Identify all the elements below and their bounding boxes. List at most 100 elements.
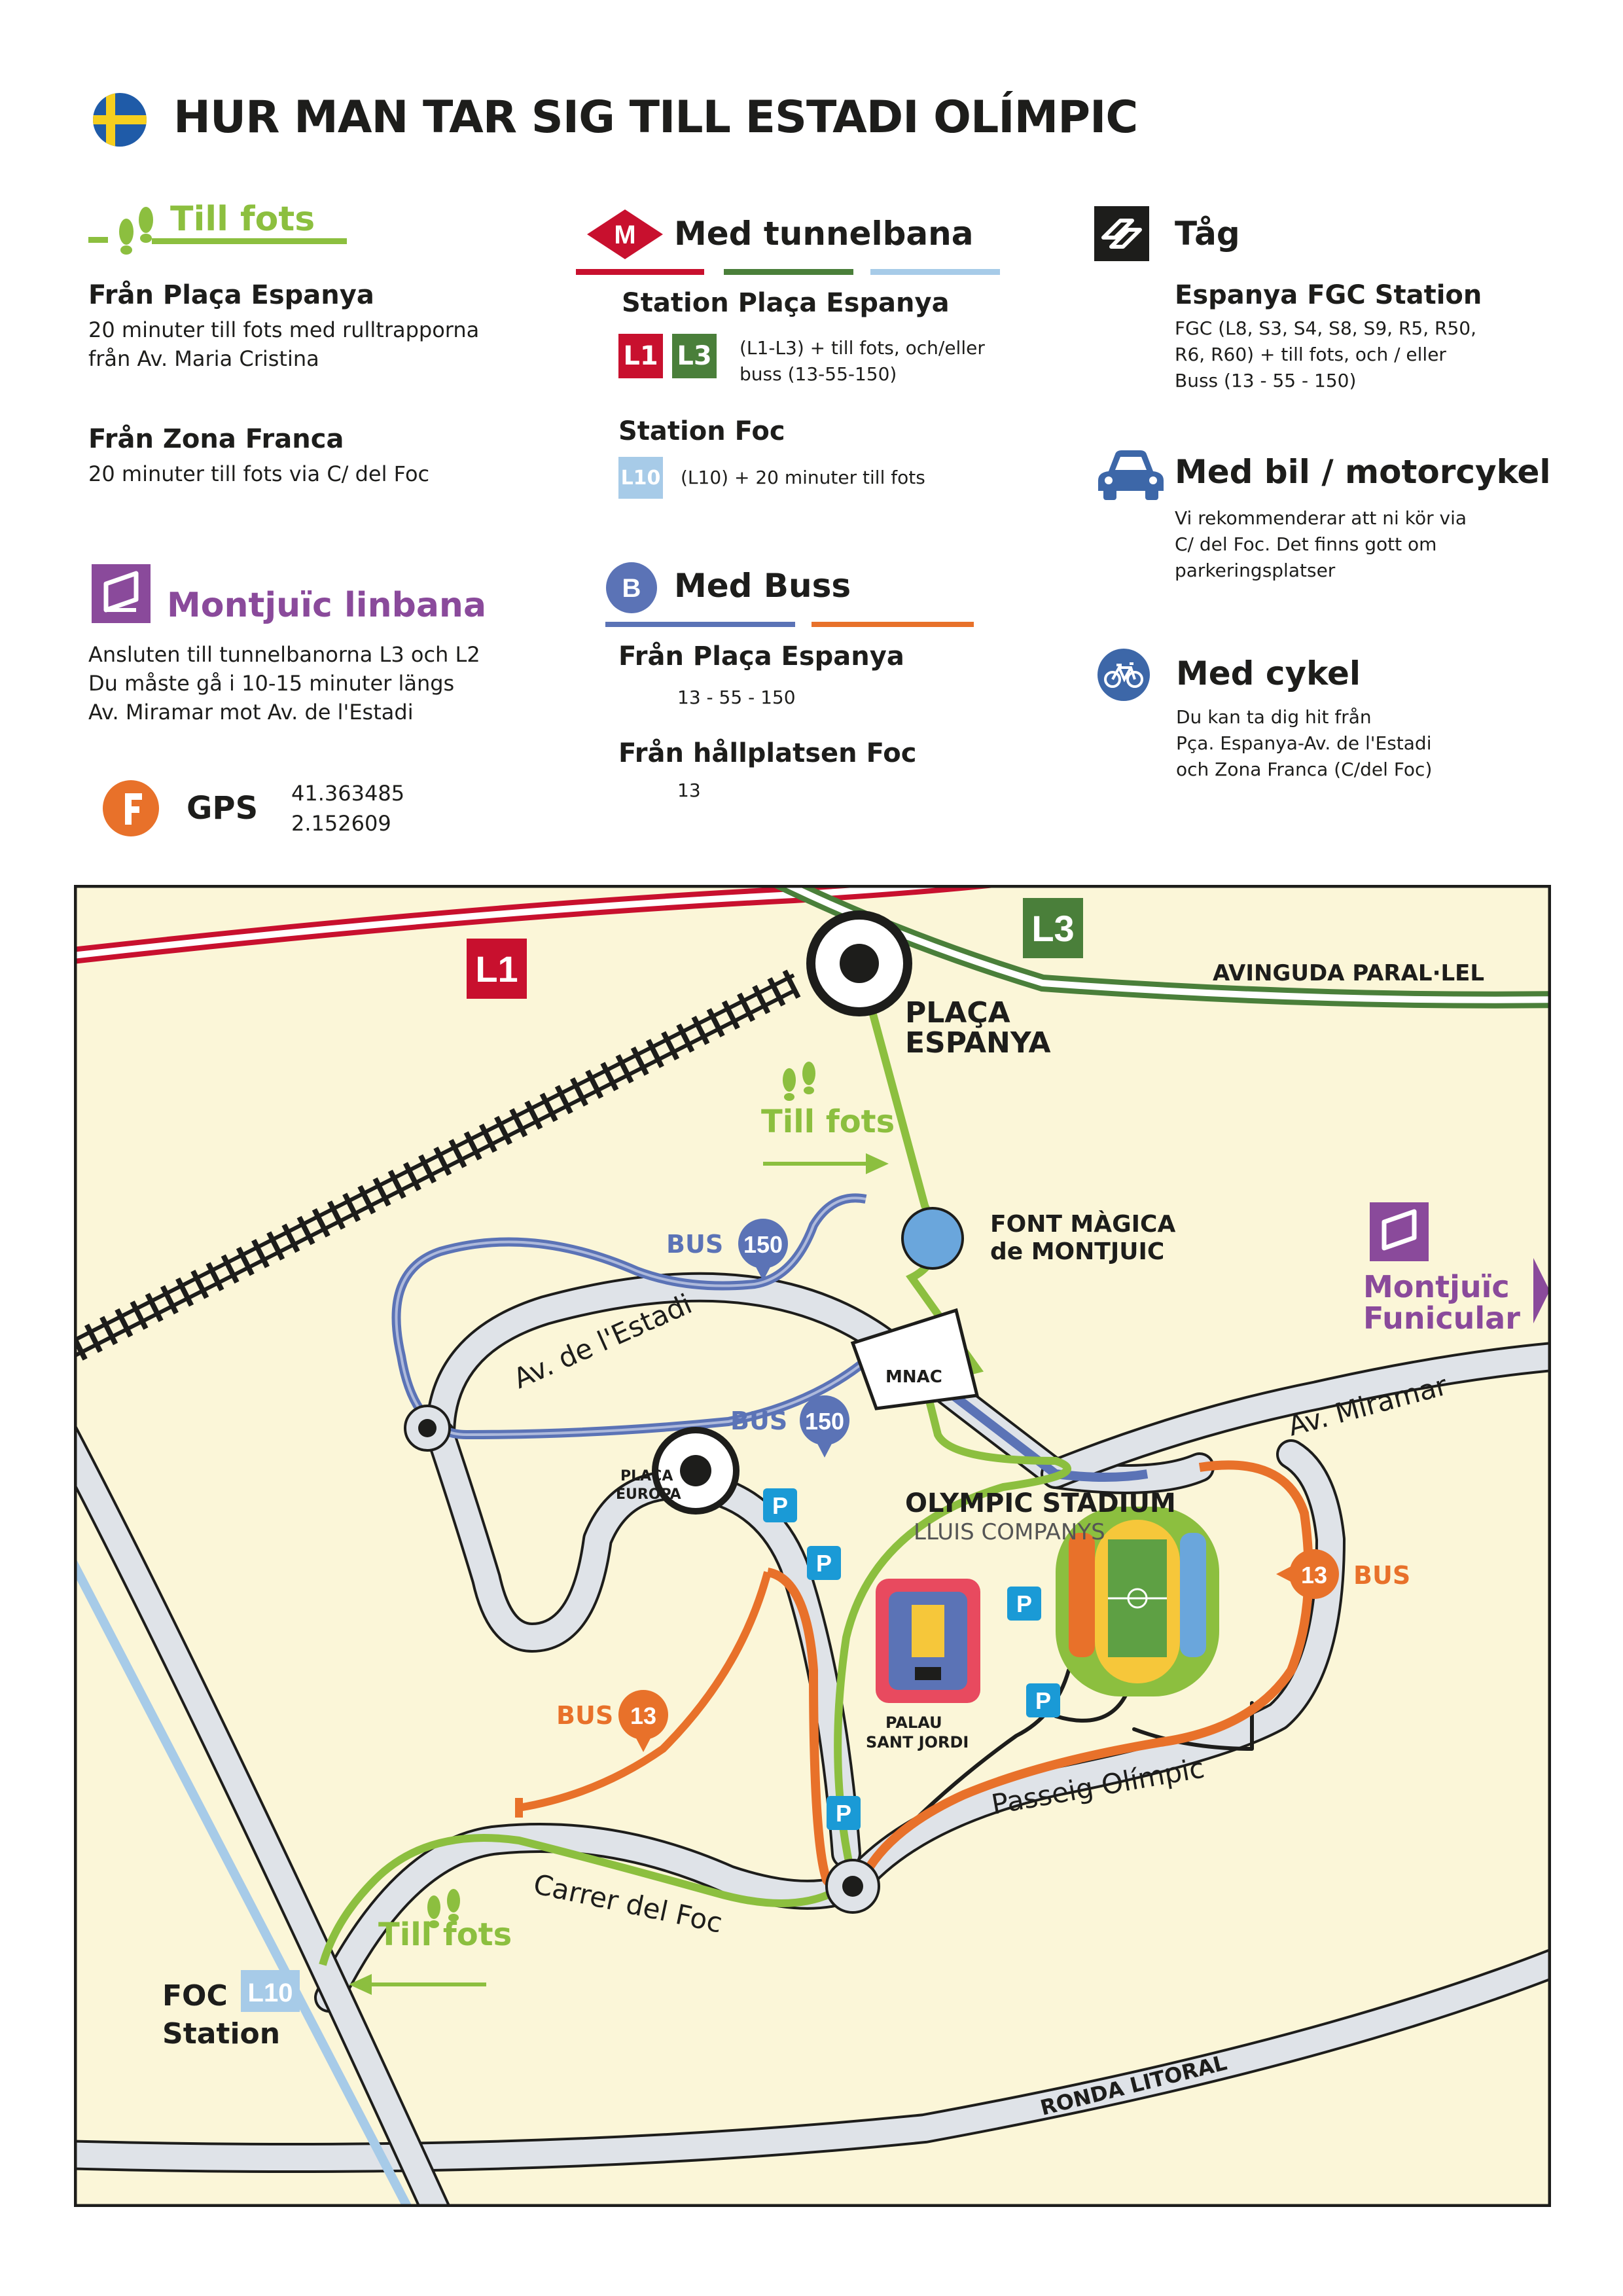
olympic-stadium xyxy=(1056,1507,1219,1696)
metro-station1-line1: (L1-L3) + till fots, och/eller xyxy=(740,337,985,359)
palau-sant-jordi xyxy=(876,1579,980,1703)
funicular-line2: Du måste gå i 10-15 minuter längs xyxy=(88,671,455,696)
walk-from1-line1: 20 minuter till fots med rulltrapporna xyxy=(88,317,480,342)
map-footprints-top xyxy=(783,1062,815,1101)
bike-heading: Med cykel xyxy=(1176,655,1361,692)
label-palau-1: PALAU xyxy=(885,1713,942,1732)
bus-150-number: 150 xyxy=(743,1231,783,1258)
bicycle-icon xyxy=(1097,649,1150,701)
label-olympic-2: LLUIS COMPANYS xyxy=(914,1519,1105,1545)
bus-icon: B xyxy=(606,562,657,613)
label-till-fots-bottom: Till fots xyxy=(378,1916,512,1953)
label-placa-europa-2: EUROPA xyxy=(616,1486,681,1503)
label-placa-espanya-1: PLAÇA xyxy=(905,996,1010,1030)
parking-signs: P P P P P xyxy=(763,1488,1060,1830)
walk-from1-line2: från Av. Maria Cristina xyxy=(88,346,319,371)
gps-lat: 41.363485 xyxy=(291,781,405,806)
bus-from2-lines: 13 xyxy=(677,780,701,801)
bus-13-number: 13 xyxy=(630,1702,656,1729)
car-line1: Vi rekommenderar att ni kör via xyxy=(1175,507,1467,529)
bike-line1: Du kan ta dig hit från xyxy=(1176,706,1372,728)
label-bus-13-left: BUS xyxy=(556,1701,613,1730)
bus-13-number: 13 xyxy=(1301,1562,1327,1588)
train-line3: Buss (13 - 55 - 150) xyxy=(1175,370,1357,391)
metro-line-l10 xyxy=(77,1560,412,2204)
walk-route-top xyxy=(319,962,1071,1966)
label-foc-1: FOC xyxy=(162,1979,228,2013)
fgc-train-icon xyxy=(1094,206,1149,261)
label-placa-espanya-2: ESPANYA xyxy=(905,1026,1051,1060)
bus-from2-title: Från hållplatsen Foc xyxy=(618,738,917,768)
bus-13-marker-left: 13 xyxy=(618,1690,668,1752)
bus-heading: Med Buss xyxy=(674,567,851,605)
page-title: HUR MAN TAR SIG TILL ESTADI OLÍMPIC xyxy=(173,92,1138,143)
train-heading: Tåg xyxy=(1175,215,1240,253)
badge-l10: L10 xyxy=(618,457,663,499)
walk-from2-title: Från Zona Franca xyxy=(88,424,344,454)
map-footprints-bottom xyxy=(427,1889,460,1928)
walk-from1-title: Från Plaça Espanya xyxy=(88,280,374,310)
route-map: P P P P P L1 L3 L10 150 150 13 13 xyxy=(74,885,1551,2207)
bus-line-orange xyxy=(812,622,974,627)
label-mnac: MNAC xyxy=(885,1367,942,1387)
station-foc-stop xyxy=(825,1859,880,1914)
funicular-heading: Montjuïc linbana xyxy=(167,586,487,625)
funicular-line3: Av. Miramar mot Av. de l'Estadi xyxy=(88,700,414,725)
metro-station1-line2: buss (13-55-150) xyxy=(740,363,897,385)
map-badge-l10: L10 xyxy=(248,1979,293,2007)
car-line2: C/ del Foc. Det finns gott om xyxy=(1175,533,1437,555)
walk-heading: Till fots xyxy=(170,200,315,239)
metro-station1: Station Plaça Espanya xyxy=(622,288,950,318)
location-pin-icon xyxy=(103,780,159,836)
label-bus-150-top: BUS xyxy=(666,1230,723,1259)
train-station: Espanya FGC Station xyxy=(1175,280,1482,310)
funicular-line1: Ansluten till tunnelbanorna L3 och L2 xyxy=(88,642,480,667)
mnac-building xyxy=(850,1308,980,1410)
label-bus-13-right: BUS xyxy=(1353,1561,1410,1590)
gps-lon: 2.152609 xyxy=(291,811,391,836)
label-font-magica-1: FONT MÀGICA xyxy=(990,1210,1175,1238)
bike-line2: Pça. Espanya-Av. de l'Estadi xyxy=(1176,732,1432,754)
bus-from1-title: Från Plaça Espanya xyxy=(618,641,904,672)
label-funicular-2: Funicular xyxy=(1363,1300,1520,1336)
parking-label: P xyxy=(836,1800,851,1827)
label-funicular-1: Montjuïc xyxy=(1363,1269,1510,1304)
bus-150-marker-top: 150 xyxy=(738,1219,788,1281)
metro-icon: M xyxy=(587,209,663,259)
bus-150-marker-mid: 150 xyxy=(800,1395,849,1458)
walk-from2-line1: 20 minuter till fots via C/ del Foc xyxy=(88,461,430,486)
map-funicular-icon xyxy=(1370,1202,1429,1261)
metro-station2: Station Foc xyxy=(618,416,785,446)
metro-line-red xyxy=(576,269,704,275)
railway-track xyxy=(77,969,801,1364)
bus-150-number: 150 xyxy=(805,1408,844,1435)
badge-l3: L3 xyxy=(672,334,717,378)
label-palau-2: SANT JORDI xyxy=(866,1733,969,1751)
bike-line3: och Zona Franca (C/del Foc) xyxy=(1176,759,1433,780)
label-paralel: AVINGUDA PARAL·LEL xyxy=(1213,960,1484,986)
map-badge-l3: L3 xyxy=(1031,908,1074,949)
train-line2: R6, R60) + till fots, och / eller xyxy=(1175,344,1446,365)
label-till-fots-top: Till fots xyxy=(761,1103,895,1140)
metro-icon-letter: M xyxy=(614,221,635,249)
parking-label: P xyxy=(1035,1687,1051,1714)
font-magica-marker xyxy=(901,1207,964,1270)
label-foc-2: Station xyxy=(162,2017,280,2051)
bus-icon-letter: B xyxy=(622,574,641,603)
parking-label: P xyxy=(1016,1590,1032,1617)
funicular-icon xyxy=(92,564,151,623)
map-badge-l1: L1 xyxy=(475,948,518,990)
station-placa-europa xyxy=(652,1427,740,1515)
label-olympic-1: OLYMPIC STADIUM xyxy=(905,1488,1176,1518)
parking-label: P xyxy=(816,1550,832,1577)
map-frame xyxy=(74,885,1551,2207)
bus-line-blue xyxy=(605,622,795,627)
metro-heading: Med tunnelbana xyxy=(674,215,974,253)
metro-line-green xyxy=(724,269,853,275)
walk-underline xyxy=(152,238,347,244)
station-west-stop xyxy=(404,1405,451,1452)
badge-l1: L1 xyxy=(618,334,663,378)
label-placa-europa-1: PLAÇA xyxy=(620,1468,673,1484)
bus-13-marker-right: 13 xyxy=(1276,1549,1339,1599)
car-line3: parkeringsplatser xyxy=(1175,560,1336,581)
